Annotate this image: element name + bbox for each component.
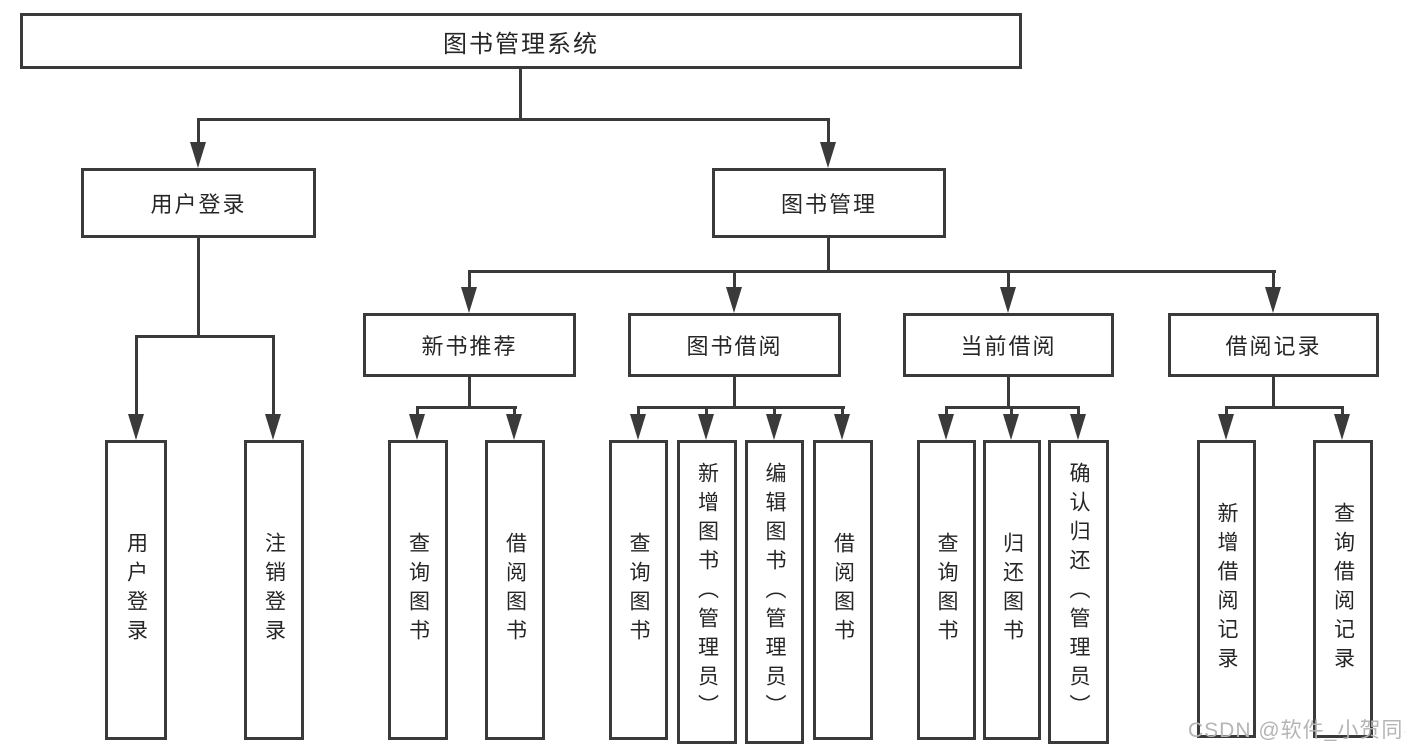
leaf-label: 查询图书 (406, 532, 430, 648)
leaf-label: 新增图书（管理员） (695, 461, 719, 723)
leaf-query-books-current: 查询图书 (917, 440, 976, 740)
arrowhead (1003, 414, 1019, 440)
leaf-label: 归还图书 (1000, 532, 1024, 648)
leaf-logout: 注销登录 (244, 440, 304, 740)
leaf-label: 新增借阅记录 (1215, 502, 1238, 676)
arrowhead (1265, 287, 1281, 313)
leaf-edit-books-admin: 编辑图书（管理员） (745, 440, 804, 744)
connector-line (197, 118, 830, 121)
node-label: 图书管理 (780, 192, 877, 217)
leaf-label: 注销登录 (262, 532, 286, 648)
arrowhead (190, 142, 206, 168)
leaf-query-books-recommend: 查询图书 (388, 440, 448, 740)
arrowhead (698, 414, 714, 440)
node-label: 图书管理系统 (443, 30, 599, 58)
connector-line (1077, 406, 1080, 418)
connector-line (945, 406, 948, 418)
leaf-add-borrow-record: 新增借阅记录 (1197, 440, 1256, 738)
leaf-add-books-admin: 新增图书（管理员） (677, 440, 737, 744)
arrowhead (726, 287, 742, 313)
connector-line (468, 270, 471, 290)
arrowhead (1070, 414, 1086, 440)
arrowhead (938, 414, 954, 440)
node-library-management-system: 图书管理系统 (20, 13, 1022, 69)
arrowhead (409, 414, 425, 440)
connector-line (705, 406, 708, 418)
connector-line (1010, 406, 1013, 418)
node-label: 用户登录 (150, 192, 247, 217)
leaf-query-borrow-record: 查询借阅记录 (1313, 440, 1373, 738)
leaf-return-books: 归还图书 (983, 440, 1041, 740)
node-borrowing-records: 借阅记录 (1168, 313, 1379, 377)
leaf-query-books-borrow: 查询图书 (609, 440, 668, 740)
arrowhead (461, 287, 477, 313)
arrowhead (766, 414, 782, 440)
connector-line (416, 406, 419, 418)
connector-line (637, 406, 640, 418)
connector-line (1225, 406, 1344, 409)
connector-line (519, 66, 522, 120)
node-user-login-branch: 用户登录 (81, 168, 316, 238)
connector-line (733, 270, 736, 290)
leaf-label: 借阅图书 (503, 532, 527, 648)
node-label: 图书借阅 (686, 334, 783, 359)
node-new-book-recommend: 新书推荐 (363, 313, 576, 377)
leaf-label: 查询图书 (627, 532, 650, 648)
connector-line (1272, 270, 1275, 290)
leaf-user-login: 用户登录 (105, 440, 167, 740)
leaf-label: 借阅图书 (831, 532, 855, 648)
arrowhead (1218, 414, 1234, 440)
arrowhead (630, 414, 646, 440)
node-book-management: 图书管理 (712, 168, 946, 238)
leaf-label: 查询图书 (935, 532, 958, 648)
connector-line (1007, 377, 1010, 408)
leaf-label: 查询借阅记录 (1331, 502, 1355, 676)
connector-line (827, 236, 830, 272)
node-label: 新书推荐 (421, 334, 518, 359)
node-label: 当前借阅 (960, 334, 1057, 359)
connector-line (272, 335, 275, 416)
leaf-label: 确认归还（管理员） (1067, 461, 1090, 723)
connector-line (197, 236, 200, 338)
node-book-borrowing: 图书借阅 (628, 313, 841, 377)
leaf-borrow-books-recommend: 借阅图书 (485, 440, 545, 740)
leaf-borrow-books: 借阅图书 (813, 440, 873, 740)
connector-line (1272, 377, 1275, 408)
connector-line (733, 377, 736, 408)
connector-line (135, 335, 275, 338)
connector-line (468, 377, 471, 408)
arrowhead (506, 414, 522, 440)
connector-line (197, 118, 200, 148)
leaf-confirm-return-admin: 确认归还（管理员） (1048, 440, 1109, 744)
connector-line (773, 406, 776, 418)
node-label: 借阅记录 (1225, 334, 1322, 359)
connector-line (416, 406, 517, 409)
arrowhead (1334, 414, 1350, 440)
connector-line (1007, 270, 1010, 290)
connector-line (637, 406, 845, 409)
csdn-watermark: CSDN @软件_小贺同学 (1188, 719, 1405, 742)
leaf-label: 用户登录 (124, 532, 148, 648)
arrowhead (265, 414, 281, 440)
connector-line (827, 118, 830, 148)
connector-line (135, 335, 138, 416)
arrowhead (834, 414, 850, 440)
arrowhead (1000, 287, 1016, 313)
connector-line (1225, 406, 1228, 418)
node-current-borrowing: 当前借阅 (903, 313, 1114, 377)
arrowhead (128, 414, 144, 440)
arrowhead (820, 142, 836, 168)
leaf-label: 编辑图书（管理员） (763, 461, 786, 723)
connector-line (468, 270, 1276, 273)
connector-line (1341, 406, 1344, 418)
connector-line (841, 406, 844, 418)
connector-line (513, 406, 516, 418)
